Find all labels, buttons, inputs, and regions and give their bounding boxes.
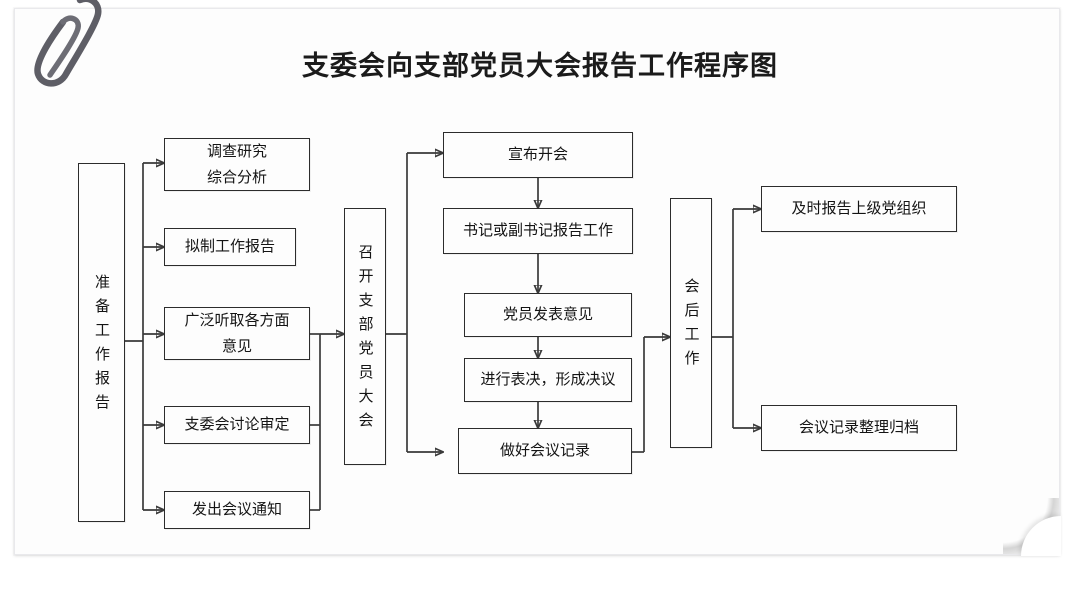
node-convene-member-assembly[interactable]: 召开支部党员大会: [344, 208, 386, 465]
node-label: 进行表决，形成决议: [480, 370, 616, 389]
node-label-line1: 调查研究: [206, 142, 267, 160]
node-label: 书记或副书记报告工作: [462, 221, 613, 240]
node-label: 发出会议通知: [191, 500, 282, 519]
node-label: 宣布开会: [507, 145, 568, 164]
node-label: 召开支部党员大会: [356, 243, 375, 436]
node-secretary-reports-work[interactable]: 书记或副书记报告工作: [443, 208, 633, 254]
node-branch-committee-review[interactable]: 支委会讨论审定: [164, 406, 310, 444]
node-label: 拟制工作报告: [184, 237, 275, 256]
node-label: 会后工作: [682, 278, 701, 374]
node-label: 准备工作报告: [93, 273, 111, 418]
node-label: 及时报告上级党组织: [791, 199, 927, 218]
node-collect-opinions[interactable]: 广泛听取各方面 意见: [164, 307, 310, 360]
node-prep-work-report[interactable]: 准备工作报告: [78, 163, 125, 522]
node-post-meeting-work[interactable]: 会后工作: [670, 198, 712, 448]
node-label-line2: 综合分析: [206, 167, 267, 186]
node-label-line1: 广泛听取各方面: [184, 311, 290, 329]
node-issue-meeting-notice[interactable]: 发出会议通知: [164, 491, 310, 529]
node-keep-meeting-minutes[interactable]: 做好会议记录: [458, 428, 632, 474]
node-label-line2: 意见: [221, 336, 252, 355]
node-label: 支委会讨论审定: [184, 415, 290, 434]
node-label: 做好会议记录: [499, 441, 590, 460]
node-members-voice-opinions[interactable]: 党员发表意见: [464, 293, 632, 337]
node-archive-meeting-minutes[interactable]: 会议记录整理归档: [761, 405, 957, 451]
node-draft-work-report[interactable]: 拟制工作报告: [164, 228, 296, 266]
node-label: 党员发表意见: [502, 305, 593, 324]
node-announce-meeting-start[interactable]: 宣布开会: [443, 132, 633, 178]
node-vote-form-resolution[interactable]: 进行表决，形成决议: [464, 358, 632, 402]
node-report-to-superior-party[interactable]: 及时报告上级党组织: [761, 186, 957, 232]
node-label: 会议记录整理归档: [798, 418, 919, 437]
node-investigate-analyze[interactable]: 调查研究 综合分析: [164, 138, 310, 191]
page-title: 支委会向支部党员大会报告工作程序图: [302, 51, 778, 82]
